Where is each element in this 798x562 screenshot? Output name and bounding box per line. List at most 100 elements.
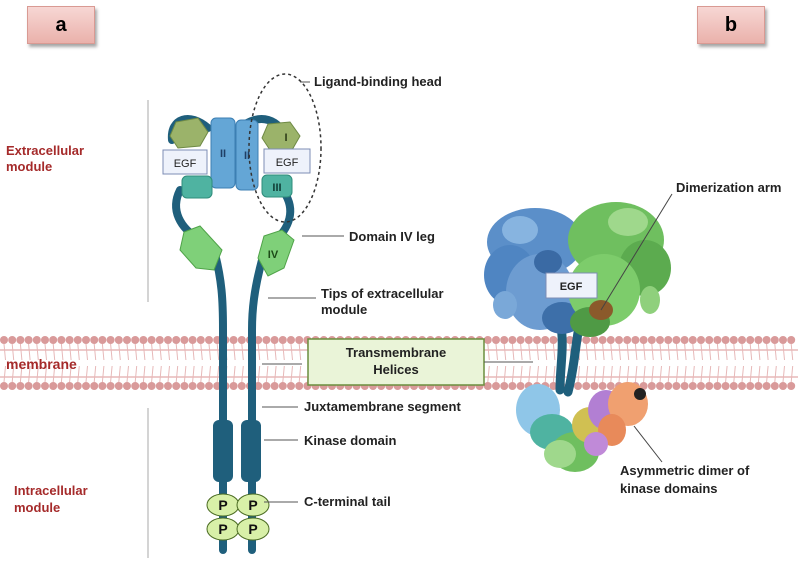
- membrane-bead: [229, 336, 238, 344]
- membrane-bead: [598, 336, 607, 344]
- membrane-bead: [787, 336, 796, 344]
- membrane-bead: [508, 382, 517, 390]
- transmembrane-box: Transmembrane Helices: [307, 338, 485, 386]
- domain-iv-left: [179, 225, 223, 271]
- membrane-bead: [114, 336, 123, 344]
- lipid-tail: [782, 343, 785, 383]
- membrane-bead: [516, 336, 525, 344]
- membrane-bead: [533, 336, 541, 344]
- membrane-bead: [147, 336, 156, 344]
- phosphate-label: P: [218, 521, 227, 537]
- membrane-bead: [196, 382, 205, 390]
- membrane-bead: [647, 382, 656, 390]
- membrane-bead: [549, 382, 558, 390]
- membrane-bead: [57, 382, 66, 390]
- intracellular-module-label-1: Intracellular: [14, 483, 88, 498]
- membrane-bead: [164, 336, 172, 344]
- membrane-bead: [541, 336, 550, 344]
- membrane-bead: [90, 382, 99, 390]
- membrane-bead: [106, 336, 115, 344]
- membrane-bead: [155, 336, 164, 344]
- lipid-tail: [667, 343, 671, 383]
- egf-box-left: EGF: [162, 149, 208, 175]
- membrane-bead: [98, 336, 107, 344]
- membrane-bead: [524, 336, 533, 344]
- membrane-bead: [139, 336, 148, 344]
- lipid-tail: [725, 343, 728, 383]
- membrane-bead: [688, 336, 697, 344]
- lipid-tail: [610, 343, 613, 383]
- membrane-bead: [590, 336, 599, 344]
- membrane-bead: [49, 382, 58, 390]
- lipid-tail: [503, 343, 507, 383]
- lipid-tail: [216, 343, 220, 383]
- lipid-tail: [708, 343, 712, 383]
- lipid-tail: [733, 343, 736, 383]
- phosphate: P: [236, 493, 270, 517]
- membrane-bead: [549, 336, 558, 344]
- lipid-tail: [175, 343, 179, 383]
- lipid-tail: [528, 343, 531, 383]
- membrane-bead: [738, 382, 746, 390]
- lipid-tail: [52, 343, 56, 383]
- membrane-bead: [180, 382, 189, 390]
- membrane-bead: [41, 382, 49, 390]
- domain-iii-right: III: [261, 174, 293, 198]
- lipid-tail: [183, 343, 187, 383]
- lipid-tail: [69, 343, 72, 383]
- membrane-bead: [254, 336, 263, 344]
- membrane-bead: [680, 336, 689, 344]
- membrane-bead: [57, 336, 66, 344]
- membrane-bead: [131, 382, 140, 390]
- membrane-bead: [278, 336, 287, 344]
- membrane-bead: [0, 336, 8, 344]
- membrane-bead: [623, 336, 632, 344]
- transmembrane-label-2: Helices: [373, 362, 419, 377]
- lipid-tail: [85, 343, 88, 383]
- membrane-bead: [746, 382, 755, 390]
- membrane-bead: [237, 382, 246, 390]
- membrane-bead: [123, 336, 131, 344]
- lipid-tail: [487, 343, 490, 383]
- membrane-bead: [721, 336, 730, 344]
- domain-i-right: I: [261, 121, 301, 151]
- membrane-bead: [188, 382, 197, 390]
- domain-ii-left: II: [210, 117, 236, 189]
- membrane-bead: [73, 382, 82, 390]
- membrane-bead: [729, 382, 738, 390]
- membrane-bead: [664, 382, 673, 390]
- membrane-bead: [123, 382, 131, 390]
- callout-asymmetric-dimer-1: Asymmetric dimer of: [620, 463, 750, 478]
- lipid-tail: [766, 343, 769, 383]
- membrane-bead: [688, 382, 697, 390]
- membrane-bead: [672, 336, 681, 344]
- membrane-bead: [8, 336, 17, 344]
- membrane-bead: [16, 336, 25, 344]
- callout-lines-b: [600, 193, 673, 463]
- phosphate-label: P: [248, 497, 257, 513]
- lipid-tail: [167, 343, 170, 383]
- membrane-bead: [770, 336, 779, 344]
- extracellular-module-label-1: Extracellular: [6, 143, 84, 158]
- membrane-bead: [180, 336, 189, 344]
- lipid-tail: [126, 343, 129, 383]
- lipid-tail: [208, 343, 211, 383]
- domain-ii-right-label: II: [244, 150, 250, 162]
- membrane-bead: [131, 336, 140, 344]
- membrane-bead: [32, 336, 41, 344]
- extracellular-monomer-blue: [484, 208, 583, 334]
- egf-box-structure: [545, 272, 598, 299]
- membrane-bead: [196, 336, 205, 344]
- membrane-bead: [262, 382, 271, 390]
- membrane-bead: [590, 382, 599, 390]
- membrane-bead: [483, 336, 492, 344]
- transmembrane-label-1: Transmembrane: [346, 345, 446, 360]
- membrane-label: membrane: [6, 356, 77, 372]
- lipid-tail: [651, 343, 654, 383]
- membrane-bead: [713, 382, 722, 390]
- lipid-tail: [11, 343, 15, 383]
- lipid-tail: [274, 343, 277, 383]
- membrane-bead: [770, 382, 779, 390]
- membrane-bead: [0, 382, 8, 390]
